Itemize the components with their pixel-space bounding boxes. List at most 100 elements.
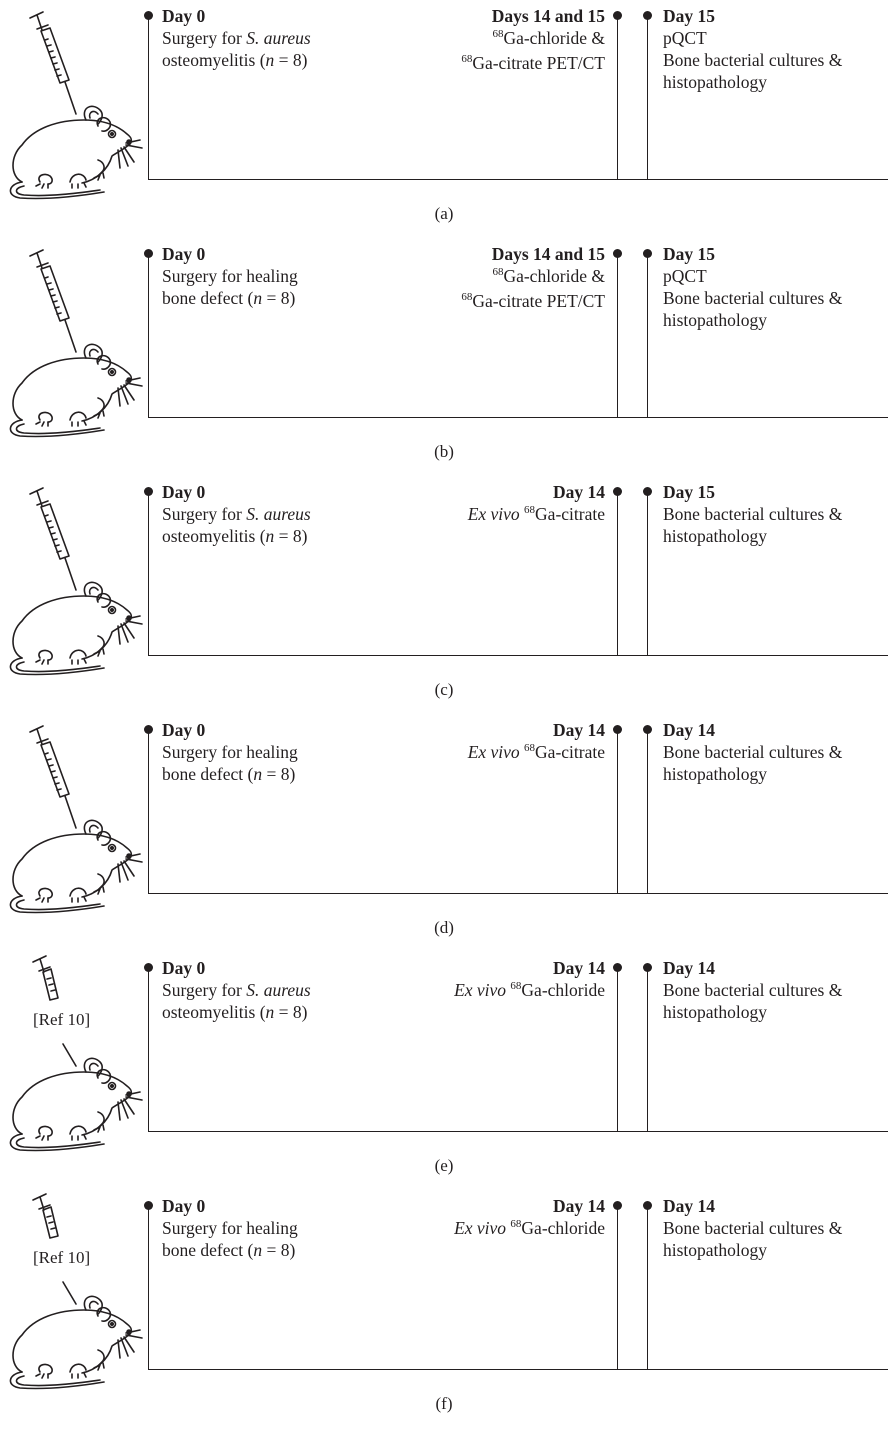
day0-marker — [143, 249, 153, 258]
timeline-end-line — [647, 1203, 649, 1370]
end-line: Bone bacterial cultures & — [663, 980, 843, 1000]
mid-marker — [612, 11, 622, 20]
syringe-icon — [29, 487, 77, 591]
end-line: histopathology — [663, 310, 768, 330]
mid-line-text: Ga-citrate — [535, 504, 605, 524]
timeline-start-line — [148, 1203, 150, 1370]
day0-line2-italic: n — [253, 764, 263, 784]
mid-label: Day 14 — [552, 482, 605, 502]
mouse-syringe-illustration — [9, 725, 143, 914]
end-marker — [642, 725, 652, 734]
day0-line2-italic: n — [253, 1240, 263, 1260]
end-line: histopathology — [663, 764, 768, 784]
day0-label: Day 0 — [162, 244, 206, 264]
end-label: Day 15 — [663, 482, 716, 502]
timeline-end-line — [647, 489, 649, 656]
day0-line1-italic: S. aureus — [246, 980, 311, 1000]
panel-caption: (d) — [434, 918, 454, 937]
timeline-axis — [148, 1369, 888, 1371]
end-line: histopathology — [663, 526, 768, 546]
mid-label: Day 14 — [552, 720, 605, 740]
mouse-icon — [9, 105, 143, 200]
end-label: Day 14 — [663, 720, 716, 740]
syringe-icon — [29, 725, 77, 829]
end-line: pQCT — [663, 28, 707, 48]
timeline-axis — [148, 1131, 888, 1133]
mouse-syringe-illustration — [9, 955, 143, 1152]
end-label: Day 14 — [663, 958, 716, 978]
syringe-short-icon — [32, 955, 77, 1067]
day0-line2-italic: n — [265, 526, 275, 546]
timeline-mid-line — [617, 727, 619, 894]
end-line: Bone bacterial cultures & — [663, 288, 843, 308]
end-line: Bone bacterial cultures & — [663, 1218, 843, 1238]
day0-line2-end: = 8) — [262, 1240, 296, 1260]
syringe-icon — [29, 11, 77, 115]
end-label: Day 14 — [663, 1196, 716, 1216]
day0-line2: bone defect ( — [162, 764, 254, 784]
timeline-axis — [148, 655, 888, 657]
panel-caption: (f) — [435, 1394, 453, 1413]
end-line: histopathology — [663, 72, 768, 92]
timeline-axis — [148, 417, 888, 419]
mid-line-text: Ga-citrate — [535, 742, 605, 762]
mouse-syringe-illustration — [9, 1193, 143, 1390]
mouse-syringe-illustration — [9, 11, 143, 200]
timeline-start-line — [148, 965, 150, 1132]
end-line: pQCT — [663, 266, 707, 286]
mid-marker — [612, 249, 622, 258]
mouse-syringe-illustration — [9, 487, 143, 676]
day0-line1: Surgery for — [162, 28, 247, 48]
mid-line-italic: Ex vivo — [467, 742, 525, 762]
day0-marker — [143, 1201, 153, 1210]
day0-line2: bone defect ( — [162, 288, 254, 308]
mid-label: Day 14 — [552, 1196, 605, 1216]
end-line: Bone bacterial cultures & — [663, 504, 843, 524]
mid-line-italic: Ex vivo — [454, 1218, 511, 1238]
day0-line1: Surgery for healing — [162, 1218, 298, 1238]
mid-line-superscript: 68 — [510, 980, 522, 992]
timeline-mid-line — [617, 1203, 619, 1370]
end-marker — [642, 487, 652, 496]
end-line: histopathology — [663, 1240, 768, 1260]
day0-line1-italic: S. aureus — [246, 504, 311, 524]
day0-line2-end: = 8) — [262, 764, 296, 784]
day0-line2-end: = 8) — [262, 288, 296, 308]
day0-line2-end: = 8) — [274, 526, 308, 546]
mid-marker — [612, 487, 622, 496]
end-marker — [642, 963, 652, 972]
day0-line1: Surgery for healing — [162, 266, 298, 286]
end-line: Bone bacterial cultures & — [663, 50, 843, 70]
timeline-end-line — [647, 251, 649, 418]
day0-line1-italic: S. aureus — [246, 28, 311, 48]
mid-marker — [612, 725, 622, 734]
mouse-icon — [9, 1057, 143, 1152]
mid-line-italic: Ex vivo — [454, 980, 511, 1000]
timeline-axis — [148, 893, 888, 895]
day0-line2-italic: n — [265, 1002, 275, 1022]
mid-line-superscript: 68 — [524, 742, 536, 754]
timeline-end-line — [647, 13, 649, 180]
mid-line-superscript: 68 — [510, 1218, 522, 1230]
panel-caption: (e) — [434, 1156, 454, 1175]
mid-marker — [612, 963, 622, 972]
day0-line2: bone defect ( — [162, 1240, 254, 1260]
mid-marker — [612, 1201, 622, 1210]
syringe-short-icon — [32, 1193, 77, 1305]
day0-line2-italic: n — [253, 288, 263, 308]
timeline-start-line — [148, 251, 150, 418]
